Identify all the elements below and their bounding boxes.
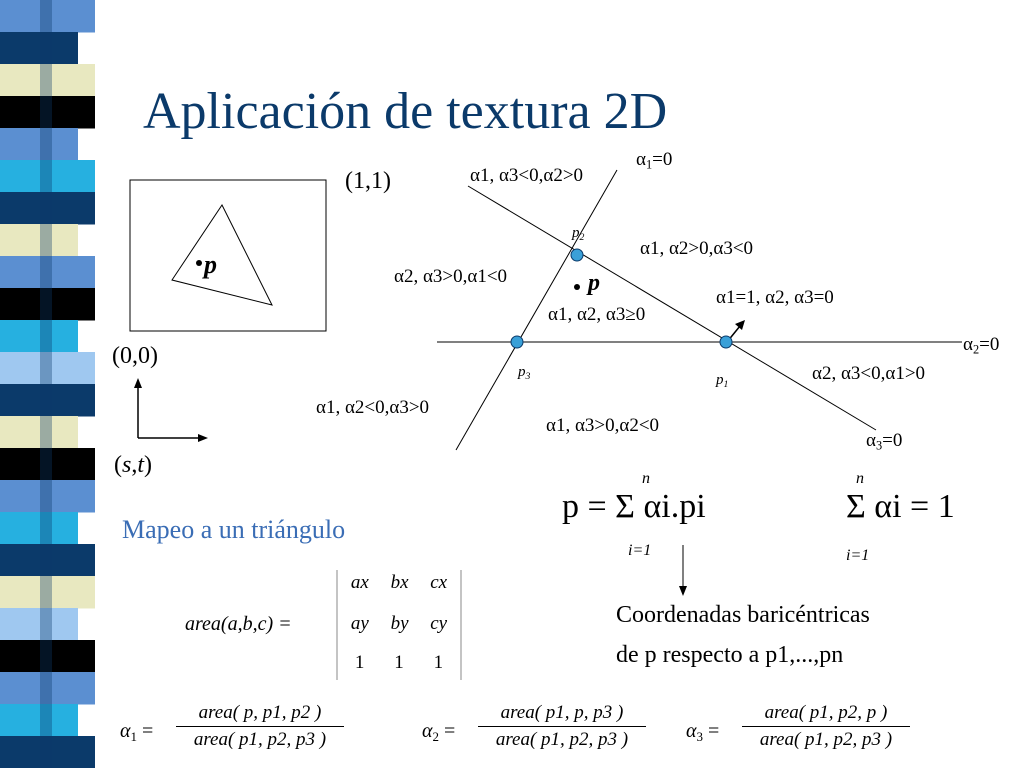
- region-right-label: α2, α3<0,α1>0: [812, 363, 926, 384]
- strip-block: [0, 448, 95, 481]
- sum-alpha-formula: Σ αi = 1: [846, 488, 955, 525]
- sum-alpha-lower: i=1: [846, 547, 870, 564]
- region-left-label: α2, α3>0,α1<0: [394, 266, 508, 287]
- line-alpha3-label: α3=0: [866, 430, 903, 453]
- vertex-p2-marker: [570, 248, 584, 262]
- alpha3-denominator: area( p1, p2, p3 ): [759, 729, 893, 750]
- alpha1-numerator: area( p, p1, p2 ): [198, 702, 322, 723]
- strip-block: [0, 0, 95, 33]
- implication-arrow-head-icon: [679, 586, 687, 596]
- strip-block: [0, 96, 95, 129]
- strip-block: [0, 640, 95, 673]
- alpha2-denominator: area( p1, p2, p3 ): [495, 729, 629, 750]
- alpha1-denominator: area( p1, p2, p3 ): [193, 729, 327, 750]
- region-bottom-label: α1, α3>0,α2<0: [546, 415, 660, 436]
- strip-block: [0, 192, 95, 225]
- strip-block: [0, 384, 95, 417]
- strip-block: [0, 320, 78, 353]
- strip-block: [0, 288, 95, 321]
- vertex-p3-marker: [510, 335, 524, 349]
- alpha1-lhs: α1 =: [120, 720, 154, 744]
- strip-block: [0, 672, 95, 705]
- strip-block: [0, 352, 95, 385]
- region-inside-label: α1, α2, α3≥0: [548, 304, 646, 325]
- diagram-point-bullet: [574, 284, 580, 290]
- st-label: (s,t): [114, 452, 153, 478]
- alpha3-numerator: area( p1, p2, p ): [764, 702, 888, 723]
- strip-block: [0, 544, 95, 577]
- region-vertex-label: α1=1, α2, α3=0: [716, 287, 834, 308]
- caption-line1: Coordenadas baricéntricas: [616, 602, 870, 628]
- strip-block: [0, 128, 78, 161]
- line-alpha1-label: α1=0: [636, 149, 673, 172]
- alpha1-fraction: area( p, p1, p2 ) area( p1, p2, p3 ): [176, 702, 344, 751]
- vertex-arrow-head-icon: [735, 320, 745, 330]
- strip-block: [0, 736, 95, 768]
- s-axis-arrow-icon: [198, 434, 208, 442]
- caption-line2: de p respecto a p1,...,pn: [616, 642, 844, 668]
- vertex-p1-label: p1: [716, 372, 729, 390]
- t-axis-arrow-icon: [134, 378, 142, 388]
- strip-block: [0, 576, 95, 609]
- alpha2-lhs: α2 =: [422, 720, 456, 744]
- line-alpha2-label: α2=0: [963, 334, 1000, 357]
- strip-block: [0, 704, 78, 737]
- alpha2-numerator: area( p1, p, p3 ): [500, 702, 624, 723]
- strip-block: [0, 416, 78, 449]
- strip-block: [0, 64, 95, 97]
- strip-block: [0, 608, 78, 641]
- line-alpha3-zero: [467, 185, 877, 431]
- sum-p-lower: i=1: [628, 542, 652, 559]
- vertex-p3-label: p3: [518, 364, 531, 382]
- texture-square: [129, 179, 327, 332]
- sum-alpha-upper: n: [856, 470, 864, 487]
- corner-bottom-label: (0,0): [112, 343, 158, 369]
- decorative-side-strip: [0, 0, 95, 768]
- strip-block: [0, 256, 95, 289]
- strip-block: [0, 224, 78, 257]
- line-alpha1-zero: [455, 169, 618, 451]
- alpha3-fraction: area( p1, p2, p ) area( p1, p2, p3 ): [742, 702, 910, 751]
- vertex-p2-label: p2: [572, 225, 585, 243]
- corner-top-label: (1,1): [345, 168, 391, 194]
- sum-p-formula: p = Σ αi.pi: [562, 488, 706, 525]
- texture-triangle: [171, 204, 273, 306]
- region-top-label: α1, α3<0,α2>0: [470, 165, 584, 186]
- region-bottom-left-label: α1, α2<0,α3>0: [316, 397, 430, 418]
- strip-block: [0, 480, 95, 513]
- alpha3-lhs: α3 =: [686, 720, 720, 744]
- strip-accent: [40, 0, 52, 768]
- texture-point-label: p: [204, 250, 217, 279]
- strip-block: [0, 512, 78, 545]
- alpha2-fraction: area( p1, p, p3 ) area( p1, p2, p3 ): [478, 702, 646, 751]
- area-lhs: area(a,b,c) =: [185, 613, 292, 635]
- slide-title: Aplicación de textura 2D: [143, 83, 668, 140]
- vertex-p1-marker: [719, 335, 733, 349]
- texture-point-bullet: [196, 260, 202, 266]
- sum-p-upper: n: [642, 470, 650, 487]
- strip-block: [0, 160, 95, 193]
- strip-block: [0, 32, 78, 65]
- diagram-point-label: p: [588, 270, 600, 296]
- slide-subtitle: Mapeo a un triángulo: [122, 515, 346, 544]
- region-top-right-label: α1, α2>0,α3<0: [640, 238, 754, 259]
